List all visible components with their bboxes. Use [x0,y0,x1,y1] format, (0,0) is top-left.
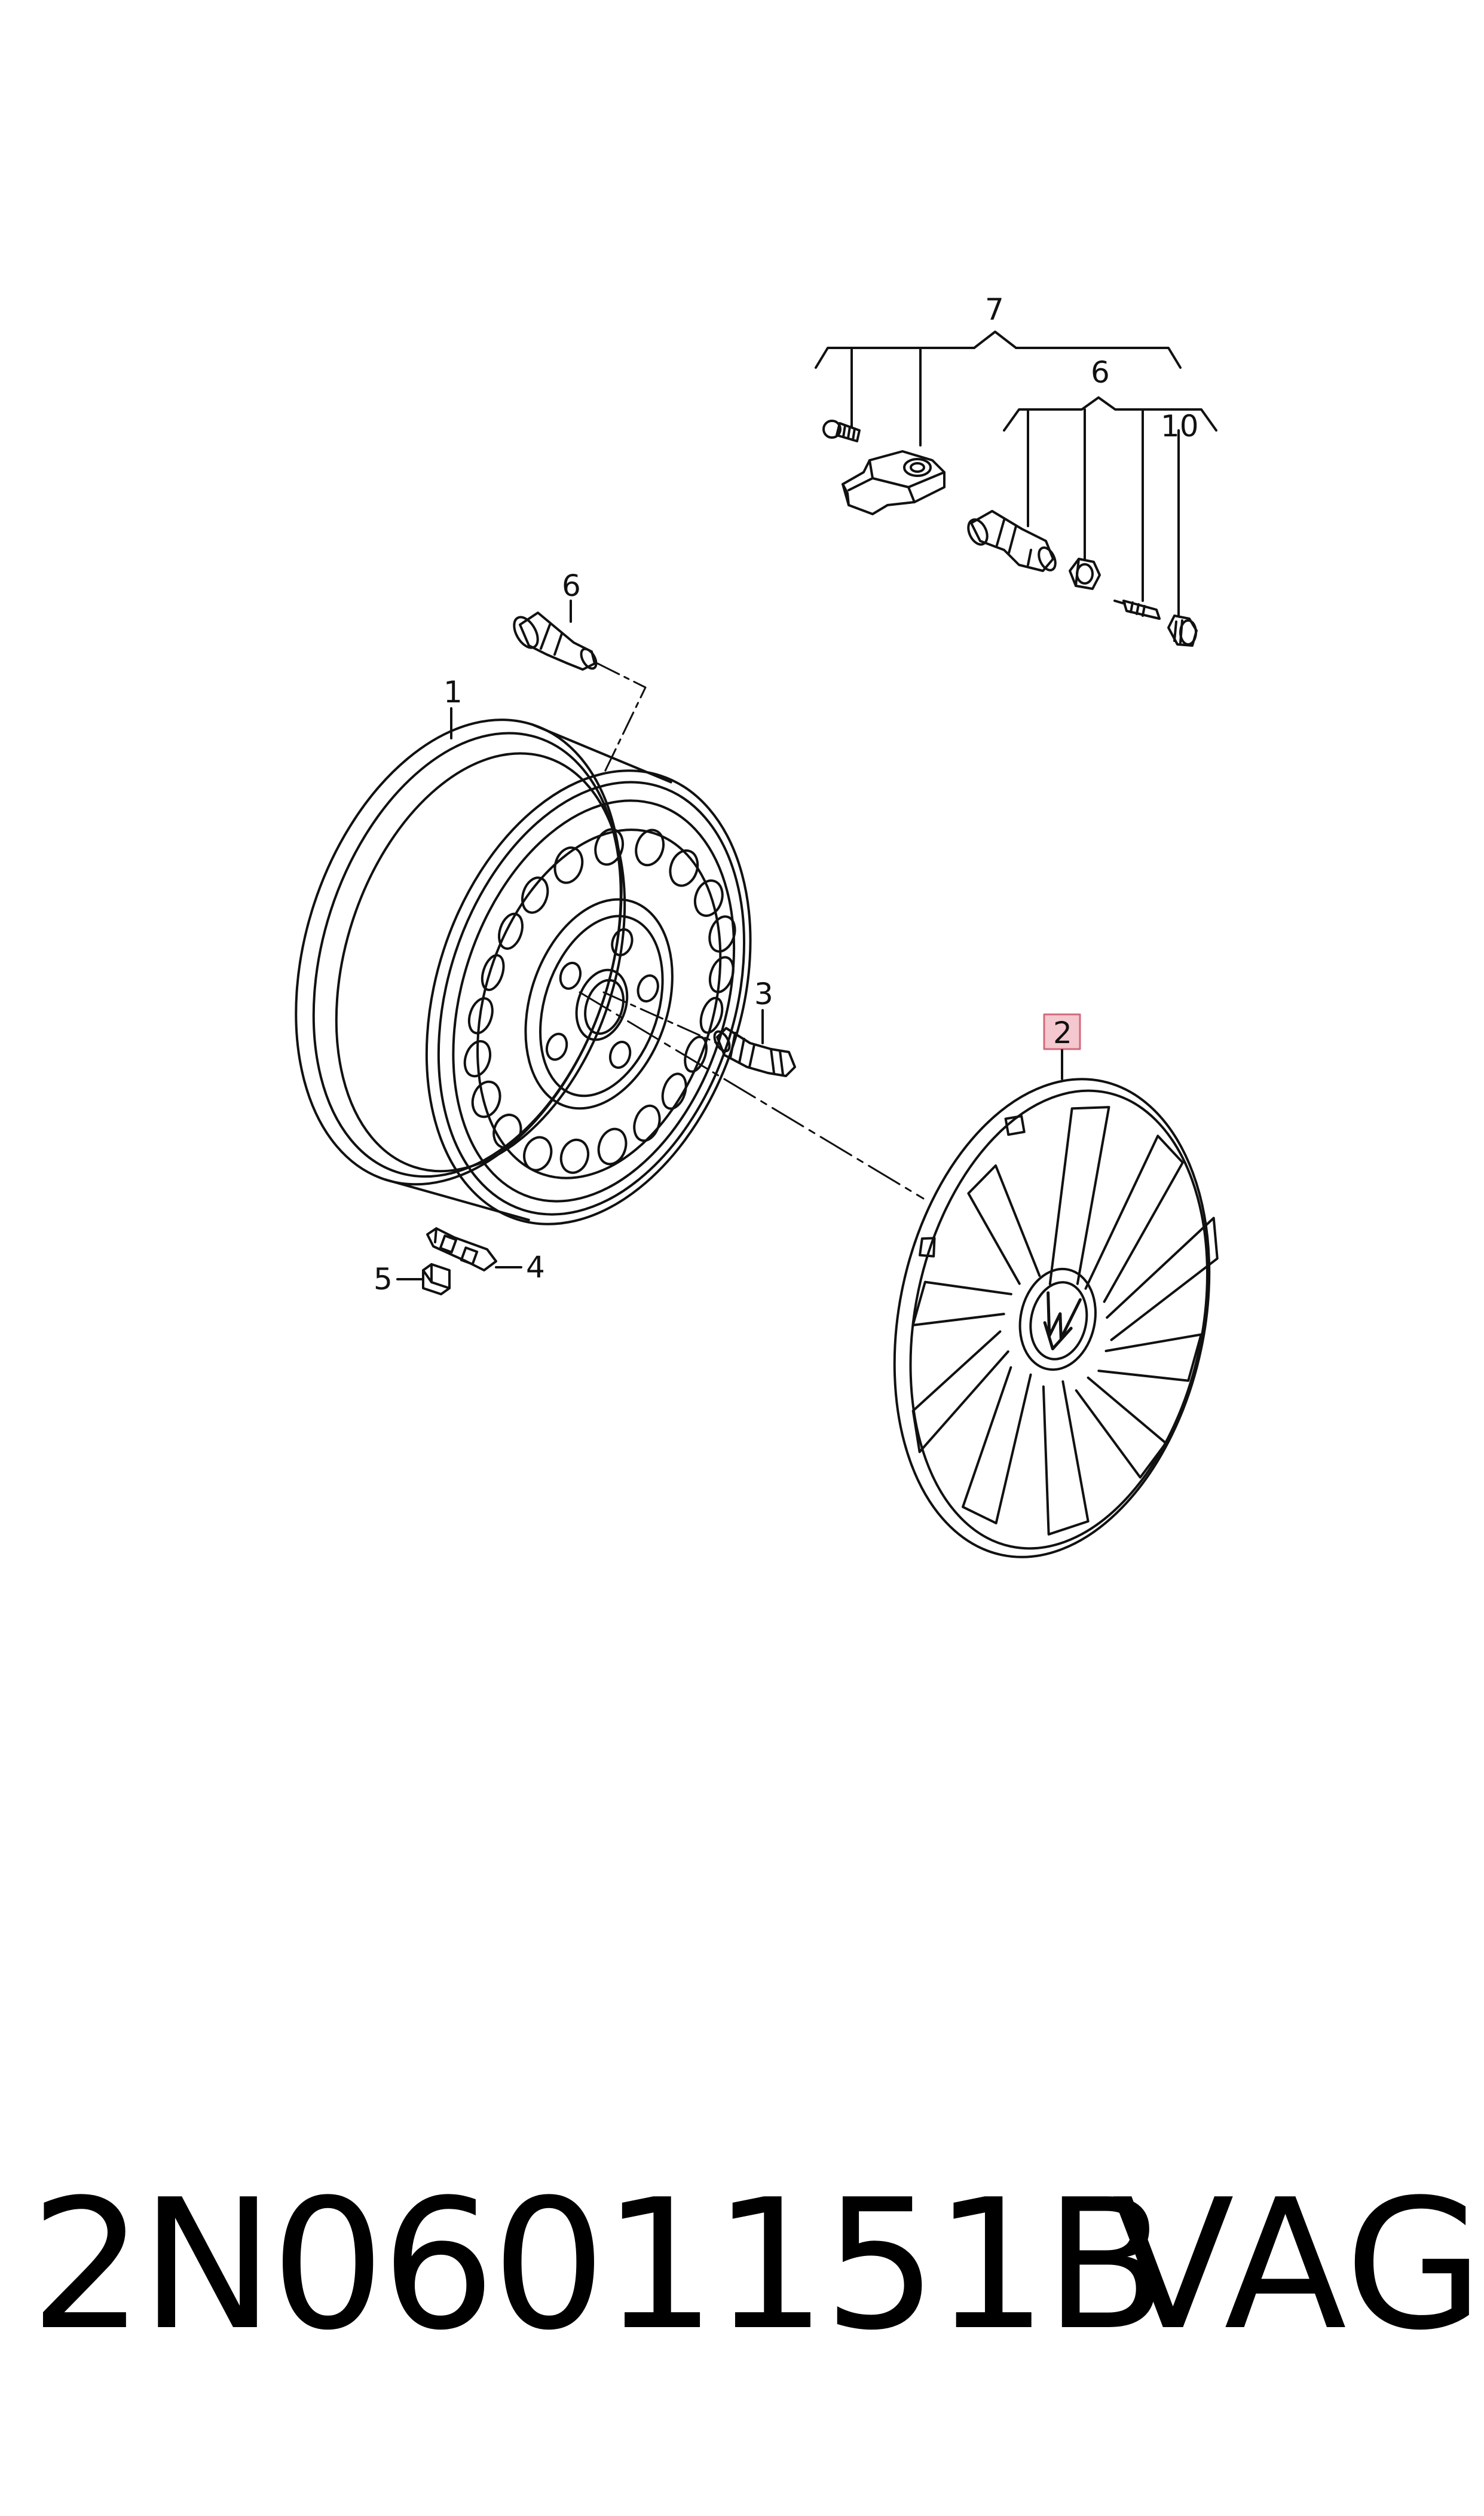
callout-6-valve: 6 [562,568,581,603]
callout-3: 3 [754,977,773,1011]
steel-wheel [295,719,752,1225]
callout-2-highlight [1043,1013,1081,1050]
callout-5: 5 [374,1262,393,1297]
brand-name: VAG [1112,2161,1484,2370]
bracket-group-7 [815,331,1182,447]
part-number: 2N0601151B [30,2161,1167,2370]
tpms-sensor [842,450,946,515]
wheel-valve [513,612,598,671]
bracket-group-6 [1003,396,1217,617]
valve-core [1113,600,1161,620]
balance-weight-5 [422,1263,451,1295]
balance-weight-4 [426,1227,497,1271]
bottom-caption: 2N0601151B VAG [0,2176,1484,2355]
dash-valve-to-wheel [596,662,647,775]
callout-6-group: 6 [1091,355,1110,390]
center-axis-line [579,991,925,1200]
valve-cap [1167,615,1198,647]
callout-2: 2 [1053,1016,1072,1050]
wheel-cover [893,1078,1219,1558]
tpms-screw [822,420,861,442]
bolt-axis-line [602,991,718,1044]
callout-10: 10 [1161,409,1199,444]
valve-stem [967,510,1057,572]
callout-4: 4 [526,1250,545,1285]
callout-1: 1 [443,675,463,710]
valve-nut [1069,558,1101,590]
callout-7: 7 [985,292,1004,327]
wheel-bolt [713,1027,796,1077]
